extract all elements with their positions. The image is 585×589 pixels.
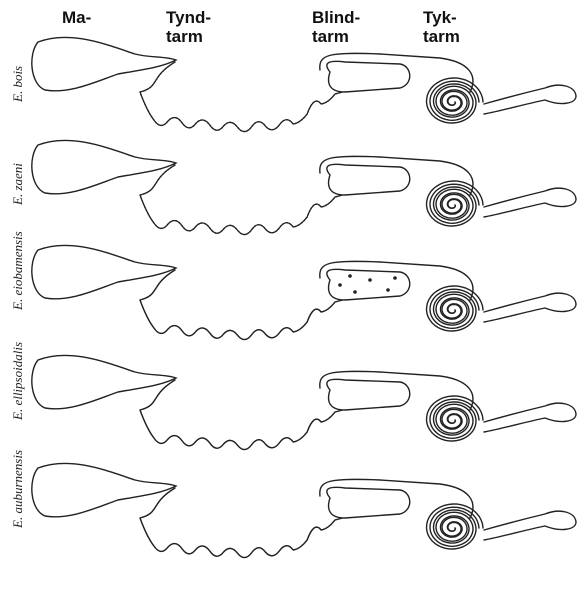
caecum-shape bbox=[327, 61, 410, 92]
caecum-dot bbox=[353, 290, 357, 294]
small-intestine-inner bbox=[140, 270, 350, 340]
small-intestine bbox=[140, 270, 350, 340]
small-intestine bbox=[140, 62, 350, 132]
small-intestine-inner bbox=[140, 62, 350, 132]
caecum-dot bbox=[368, 278, 372, 282]
caecum-shape bbox=[327, 379, 410, 410]
small-intestine-inner bbox=[140, 165, 350, 235]
colon-tail bbox=[484, 511, 576, 540]
species-row: E. eiobamensis bbox=[10, 231, 576, 339]
species-label: E. zaeni bbox=[10, 163, 25, 206]
species-label: E. ellipsoidalis bbox=[10, 342, 25, 421]
colon-spiral bbox=[427, 286, 484, 331]
species-label: E. bois bbox=[10, 66, 25, 103]
colon-spiral bbox=[427, 78, 484, 123]
species-row: E. bois bbox=[10, 37, 576, 131]
small-intestine-inner bbox=[140, 488, 350, 558]
colon-spiral bbox=[427, 396, 484, 441]
species-row: E. zaeni bbox=[10, 140, 576, 234]
colon-tail bbox=[484, 403, 576, 432]
small-intestine bbox=[140, 488, 350, 558]
colon-tail bbox=[484, 85, 576, 114]
species-row: E. auburnensis bbox=[10, 450, 576, 558]
species-label: E. auburnensis bbox=[10, 450, 25, 529]
colon-tail bbox=[484, 188, 576, 217]
colon-spiral bbox=[427, 181, 484, 226]
species-label: E. eiobamensis bbox=[10, 231, 25, 311]
colon-tail bbox=[484, 293, 576, 322]
caecum-shape bbox=[327, 487, 410, 518]
small-intestine bbox=[140, 165, 350, 235]
caecum-shape bbox=[327, 164, 410, 195]
caecum-dot bbox=[348, 274, 352, 278]
species-row: E. ellipsoidalis bbox=[10, 342, 576, 450]
colon-spiral bbox=[427, 504, 484, 549]
caecum-dot bbox=[386, 288, 390, 292]
caecum-dot bbox=[393, 276, 397, 280]
small-intestine-inner bbox=[140, 380, 350, 450]
caecum-dot bbox=[338, 283, 342, 287]
small-intestine bbox=[140, 380, 350, 450]
